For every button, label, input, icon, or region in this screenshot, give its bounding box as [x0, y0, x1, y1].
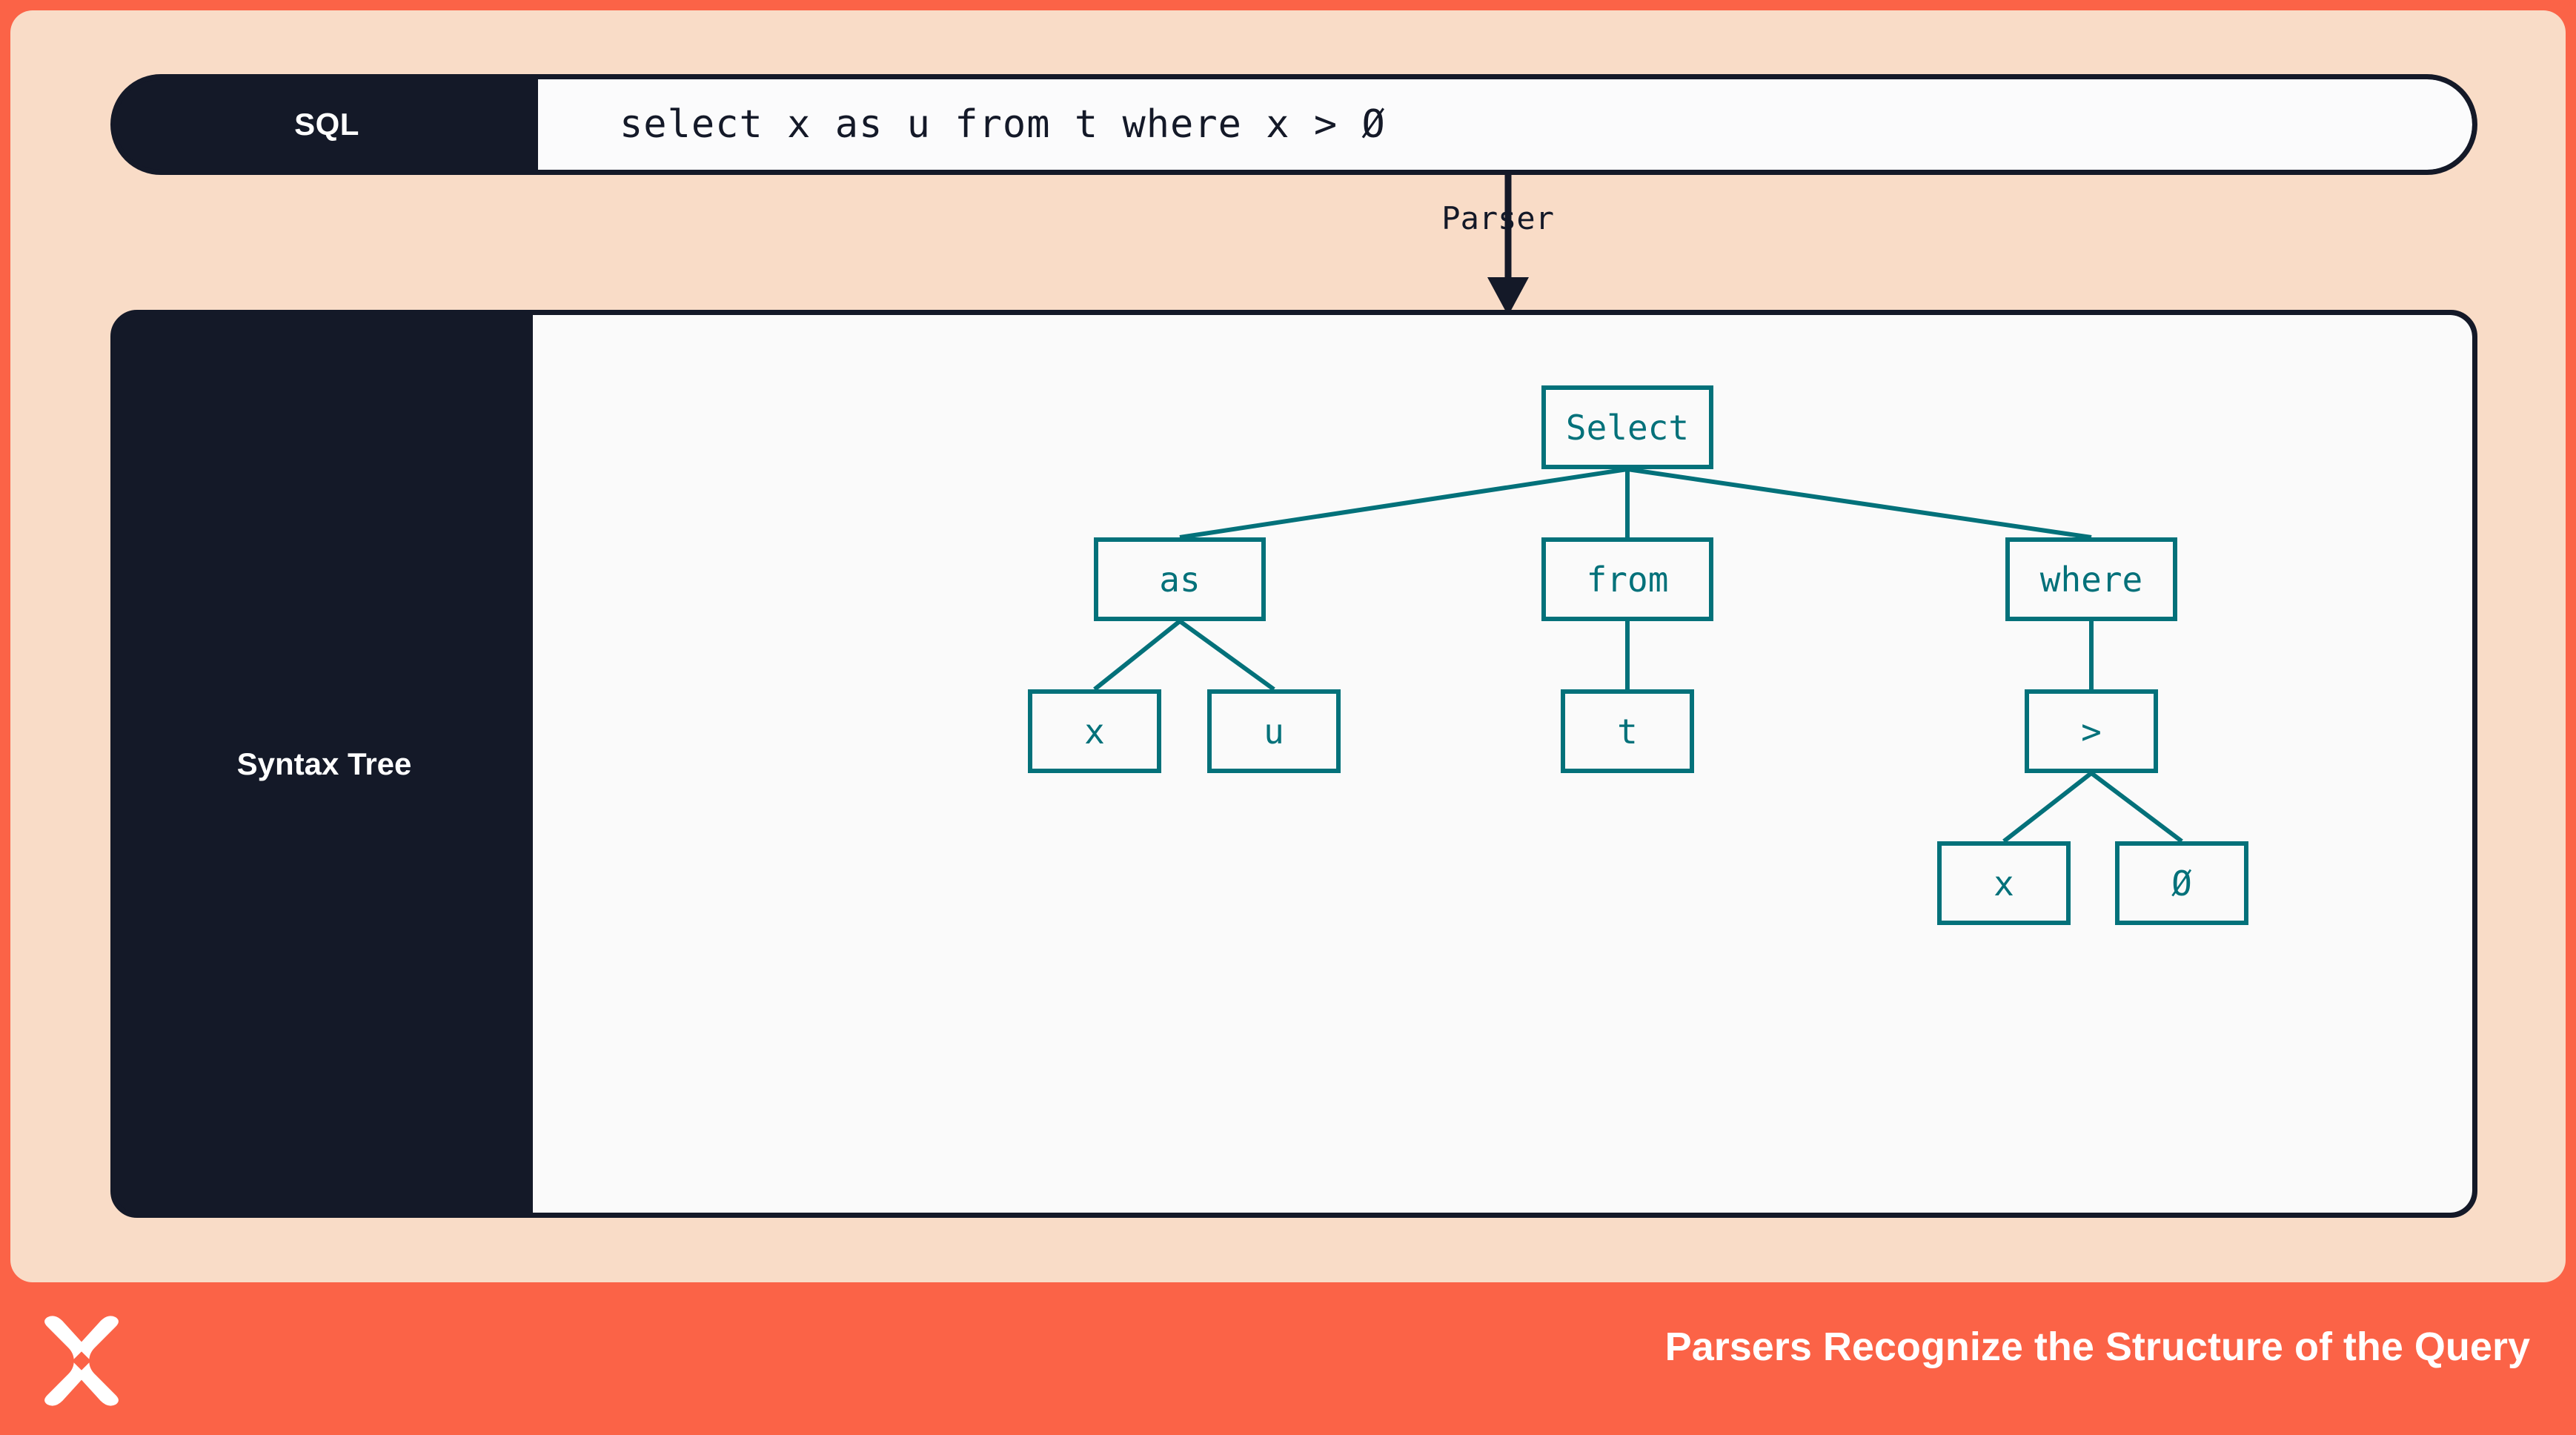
tree-edge-as-to-as-u	[1178, 619, 1275, 692]
tree-node-select[interactable]: Select	[1541, 385, 1713, 469]
tree-node-label: Ø	[2171, 863, 2192, 904]
tree-edge-gt-to-gt-0	[2090, 771, 2183, 844]
sql-query-text[interactable]: select x as u from t where x > Ø	[538, 79, 2472, 170]
footer-title: Parsers Recognize the Structure of the Q…	[1664, 1325, 2530, 1369]
tree-node-from[interactable]: from	[1541, 537, 1713, 621]
tree-node-gt[interactable]: >	[2025, 689, 2158, 773]
tree-node-label: x	[1994, 863, 2014, 904]
tree-node-as-x[interactable]: x	[1028, 689, 1161, 773]
tree-node-from-t[interactable]: t	[1561, 689, 1694, 773]
tree-node-as[interactable]: as	[1094, 537, 1266, 621]
footer-bar: Parsers Recognize the Structure of the Q…	[0, 1287, 2576, 1435]
butterfly-x-logo	[44, 1316, 119, 1406]
arrow-down-icon	[1487, 175, 1529, 316]
tree-node-label: Select	[1565, 407, 1690, 448]
diagram-stage: SQL select x as u from t where x > Ø Par…	[10, 10, 2566, 1282]
tree-node-label: as	[1159, 559, 1201, 600]
parser-transform: Parser	[1400, 175, 1622, 316]
syntax-tree-label: Syntax Tree	[116, 315, 533, 1213]
tree-node-label: >	[2081, 711, 2102, 752]
tree-node-label: where	[2039, 559, 2143, 600]
parser-label: Parser	[1441, 200, 1554, 236]
tree-edge-select-to-where	[1627, 467, 2092, 540]
tree-node-label: t	[1617, 711, 1638, 752]
sql-row-label: SQL	[116, 79, 538, 170]
tree-edge-as-to-as-x	[1093, 619, 1181, 692]
tree-edge-layer	[1093, 467, 2183, 844]
tree-node-label: x	[1084, 711, 1105, 752]
sql-input-row: SQL select x as u from t where x > Ø	[110, 74, 2477, 175]
tree-node-gt-x[interactable]: x	[1937, 841, 2071, 925]
tree-node-label: u	[1264, 711, 1284, 752]
tree-node-label: from	[1586, 559, 1669, 600]
tree-edge-select-to-as	[1179, 467, 1628, 540]
tree-node-where[interactable]: where	[2005, 537, 2177, 621]
tree-edge-gt-to-gt-x	[2002, 771, 2093, 844]
tree-node-as-u[interactable]: u	[1207, 689, 1341, 773]
tree-node-gt-0[interactable]: Ø	[2115, 841, 2248, 925]
